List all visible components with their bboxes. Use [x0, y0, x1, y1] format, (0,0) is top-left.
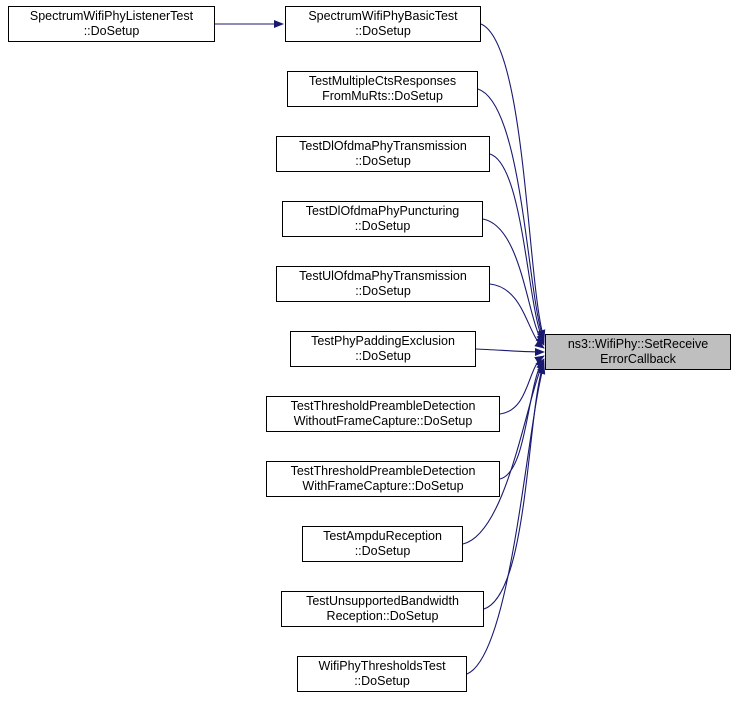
edge-basic-to-target	[480, 23, 546, 340]
node-label-line2: ErrorCallback	[600, 352, 676, 366]
node-label-line1: TestDlOfdmaPhyTransmission	[299, 139, 467, 153]
node-label-line2: ::DoSetup	[83, 24, 140, 38]
node-spectrum-wifi-phy-listener-test-dosetup[interactable]: SpectrumWifiPhyListenerTest ::DoSetup	[8, 6, 215, 42]
node-test-ampdu-reception-dosetup[interactable]: TestAmpduReception ::DoSetup	[302, 526, 463, 562]
node-label-line2: ::DoSetup	[354, 219, 411, 233]
node-label-line2: ::DoSetup	[355, 349, 411, 363]
node-label-line1: TestThresholdPreambleDetection	[290, 399, 476, 413]
node-label-line2: WithFrameCapture::DoSetup	[302, 479, 464, 493]
node-label-line1: SpectrumWifiPhyListenerTest	[29, 9, 194, 23]
node-test-threshold-preamble-detection-without-frame-capture-dosetup[interactable]: TestThresholdPreambleDetection WithoutFr…	[266, 396, 500, 432]
node-label-line1: TestPhyPaddingExclusion	[311, 334, 455, 348]
node-label-line2: FromMuRts::DoSetup	[322, 89, 443, 103]
edge-ulofdma-to-target	[489, 283, 545, 349]
node-test-phy-padding-exclusion-dosetup[interactable]: TestPhyPaddingExclusion ::DoSetup	[290, 331, 476, 367]
edge-mucts-to-target	[477, 88, 545, 342]
node-label-line2: ::DoSetup	[355, 154, 411, 168]
node-test-ul-ofdma-phy-transmission-dosetup[interactable]: TestUlOfdmaPhyTransmission ::DoSetup	[276, 266, 490, 302]
edge-padding-to-target	[475, 347, 545, 356]
node-spectrum-wifi-phy-basic-test-dosetup[interactable]: SpectrumWifiPhyBasicTest ::DoSetup	[285, 6, 481, 42]
node-label-line1: SpectrumWifiPhyBasicTest	[308, 9, 458, 23]
node-label-line1: WifiPhyThresholdsTest	[318, 659, 446, 673]
node-label-line1: TestUlOfdmaPhyTransmission	[299, 269, 467, 283]
node-test-dl-ofdma-phy-transmission-dosetup[interactable]: TestDlOfdmaPhyTransmission ::DoSetup	[276, 136, 490, 172]
node-test-unsupported-bandwidth-reception-dosetup[interactable]: TestUnsupportedBandwidth Reception::DoSe…	[281, 591, 484, 627]
edge-thrwo-to-target	[499, 355, 545, 415]
edge-thrw-to-target	[499, 358, 545, 480]
node-label-line2: ::DoSetup	[354, 674, 410, 688]
edge-ampdu-to-target	[462, 360, 545, 545]
node-wifi-phy-thresholds-test-dosetup[interactable]: WifiPhyThresholdsTest ::DoSetup	[297, 656, 467, 692]
edge-puncturing-to-target	[482, 218, 545, 346]
edge-dlofdma-to-target	[489, 153, 545, 344]
node-label-line1: TestThresholdPreambleDetection	[290, 464, 476, 478]
node-ns3-wifiphy-set-receive-error-callback: ns3::WifiPhy::SetReceive ErrorCallback	[545, 334, 731, 370]
node-label-line1: TestUnsupportedBandwidth	[306, 594, 459, 608]
node-label-line2: WithoutFrameCapture::DoSetup	[293, 414, 473, 428]
node-label-line2: Reception::DoSetup	[326, 609, 439, 623]
node-label-line1: TestMultipleCtsResponses	[308, 74, 457, 88]
node-test-threshold-preamble-detection-with-frame-capture-dosetup[interactable]: TestThresholdPreambleDetection WithFrame…	[266, 461, 500, 497]
node-label-line1: TestAmpduReception	[323, 529, 442, 543]
node-label-line2: ::DoSetup	[354, 544, 411, 558]
node-label-line2: ::DoSetup	[355, 284, 411, 298]
node-test-dl-ofdma-phy-puncturing-dosetup[interactable]: TestDlOfdmaPhyPuncturing ::DoSetup	[282, 201, 483, 237]
node-label-line2: ::DoSetup	[355, 24, 411, 38]
node-label-line1: ns3::WifiPhy::SetReceive	[567, 337, 709, 351]
node-test-multiple-cts-responses-from-mu-rts-dosetup[interactable]: TestMultipleCtsResponses FromMuRts::DoSe…	[287, 71, 478, 107]
node-label-line1: TestDlOfdmaPhyPuncturing	[305, 204, 460, 218]
